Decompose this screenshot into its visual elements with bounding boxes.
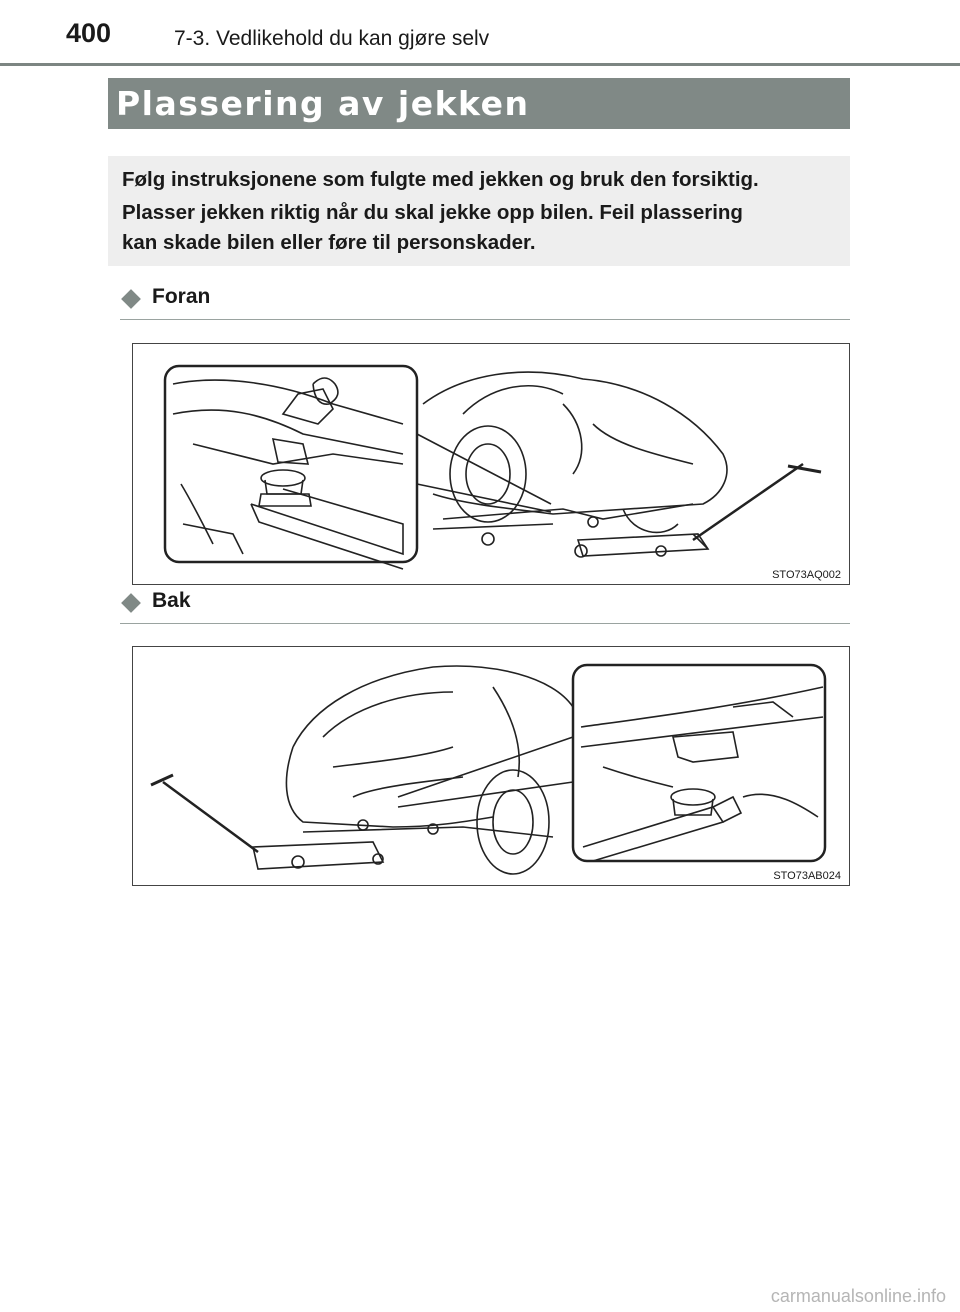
rear-jacking-illustration xyxy=(150,663,827,875)
figure-rear-jack-point: STO73AB024 xyxy=(132,646,850,886)
watermark: carmanualsonline.info xyxy=(770,1286,946,1306)
page-number: 400 xyxy=(66,18,112,48)
figure-code-rear: STO73AB024 xyxy=(773,870,841,882)
diamond-bullet-icon xyxy=(121,593,141,613)
figure-front-jack-point: STO73AQ002 xyxy=(132,343,850,585)
note-line-3: kan skade bilen eller føre til personska… xyxy=(122,231,536,254)
section-label-rear: Bak xyxy=(152,589,191,612)
page-title: Plassering av jekken xyxy=(116,84,530,123)
section-label-front: Foran xyxy=(152,285,211,308)
header-rule xyxy=(0,63,960,66)
front-jacking-illustration xyxy=(163,364,822,570)
chapter-title: 7-3. Vedlikehold du kan gjøre selv xyxy=(174,27,490,50)
diamond-bullet-icon xyxy=(121,289,141,309)
section-heading-front: Foran xyxy=(120,285,850,320)
note-box: Følg instruksjonene som fulgte med jekke… xyxy=(108,156,850,266)
figure-code-front: STO73AQ002 xyxy=(772,569,841,581)
note-line-1: Følg instruksjonene som fulgte med jekke… xyxy=(122,168,759,191)
section-heading-rear: Bak xyxy=(120,589,850,624)
note-line-2: Plasser jekken riktig når du skal jekke … xyxy=(122,201,743,224)
title-banner: Plassering av jekken xyxy=(108,78,850,129)
